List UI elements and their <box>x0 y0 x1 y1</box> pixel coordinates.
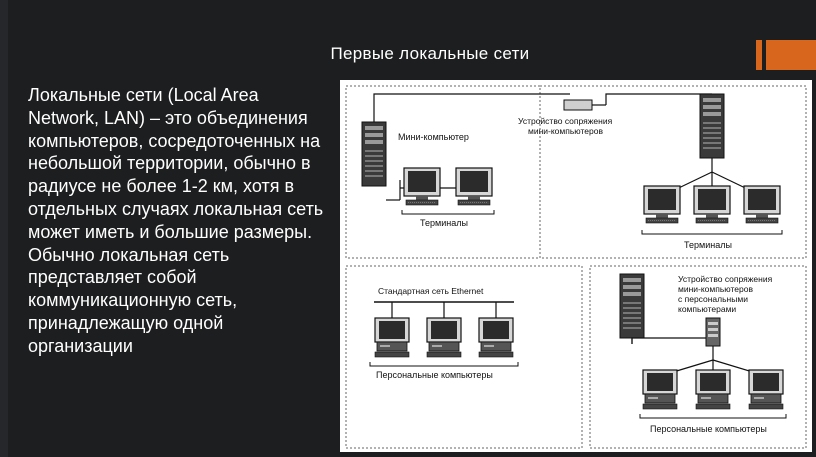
terminal-icon <box>693 185 731 224</box>
network-diagram: Мини-компьютер Терминалы Устройство сопр… <box>340 80 812 452</box>
terminals-label: Терминалы <box>684 240 732 250</box>
slide-body-text: Локальные сети (Local Area Network, LAN)… <box>28 85 324 356</box>
accent-bar-wide <box>766 40 816 70</box>
terminals-label: Терминалы <box>420 218 468 228</box>
interface-label-line1: Устройство сопряжения <box>678 274 773 284</box>
interface-label-line2: мини-компьютеров <box>678 284 753 294</box>
terminal-icon <box>643 185 681 224</box>
ethernet-label: Стандартная сеть Ethernet <box>378 286 484 296</box>
terminal-icon <box>743 185 781 224</box>
terminal-icon <box>403 167 441 206</box>
minicomputer-icon <box>619 273 645 339</box>
minicomputer-label: Мини-компьютер <box>398 132 469 142</box>
pcs-label: Персональные компьютеры <box>376 370 493 380</box>
personal-computer-icon <box>748 369 784 410</box>
personal-computer-icon <box>426 317 462 358</box>
personal-computer-icon <box>642 369 678 410</box>
slide-title: Первые локальные сети <box>330 44 530 63</box>
interface-label-line2: мини-компьютеров <box>528 126 603 136</box>
interface-label-line1: Устройство сопряжения <box>518 116 613 126</box>
interface-label-line4: компьютерами <box>678 304 736 314</box>
minicomputer-icon <box>699 93 725 159</box>
terminal-icon <box>455 167 493 206</box>
personal-computer-icon <box>374 317 410 358</box>
personal-computer-icon <box>695 369 731 410</box>
accent-bar-thin <box>756 40 762 70</box>
pcs-label: Персональные компьютеры <box>650 424 767 434</box>
left-edge-band <box>0 0 8 457</box>
minicomputer-icon <box>361 121 387 187</box>
personal-computer-icon <box>478 317 514 358</box>
interface-label-line3: с персональными <box>678 294 748 304</box>
